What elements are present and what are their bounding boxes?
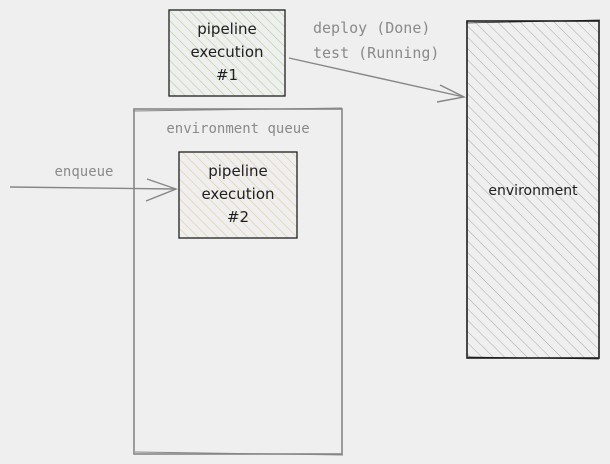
- pipeline-execution-1-line-1: pipeline: [197, 20, 257, 38]
- pipeline-execution-1: pipeline execution #1: [168, 9, 286, 97]
- environment-label: environment: [488, 183, 578, 199]
- pipeline-execution-1-line-2: execution: [190, 43, 263, 61]
- status-label-deploy: deploy (Done): [313, 19, 430, 37]
- environment-queue-box: [133, 108, 343, 455]
- enqueue-arrow: enqueue: [9, 164, 179, 202]
- enqueue-label: enqueue: [54, 164, 113, 180]
- pipeline-execution-2-box: [178, 151, 298, 239]
- environment: environment: [465, 19, 601, 360]
- pipeline-execution-2: pipeline execution #2: [178, 151, 298, 239]
- environment-queue: environment queue: [132, 107, 344, 456]
- pipeline-execution-2-line-3: #2: [227, 208, 249, 226]
- status-label-test: test (Running): [313, 44, 439, 62]
- pipeline-execution-2-line-1: pipeline: [208, 162, 268, 180]
- pipeline-execution-1-box: [168, 9, 286, 97]
- environment-queue-label: environment queue: [166, 121, 309, 137]
- status-arrow: deploy (Done) test (Running): [288, 19, 467, 103]
- pipeline-execution-1-line-3: #1: [216, 66, 238, 84]
- pipeline-execution-2-line-2: execution: [201, 185, 274, 203]
